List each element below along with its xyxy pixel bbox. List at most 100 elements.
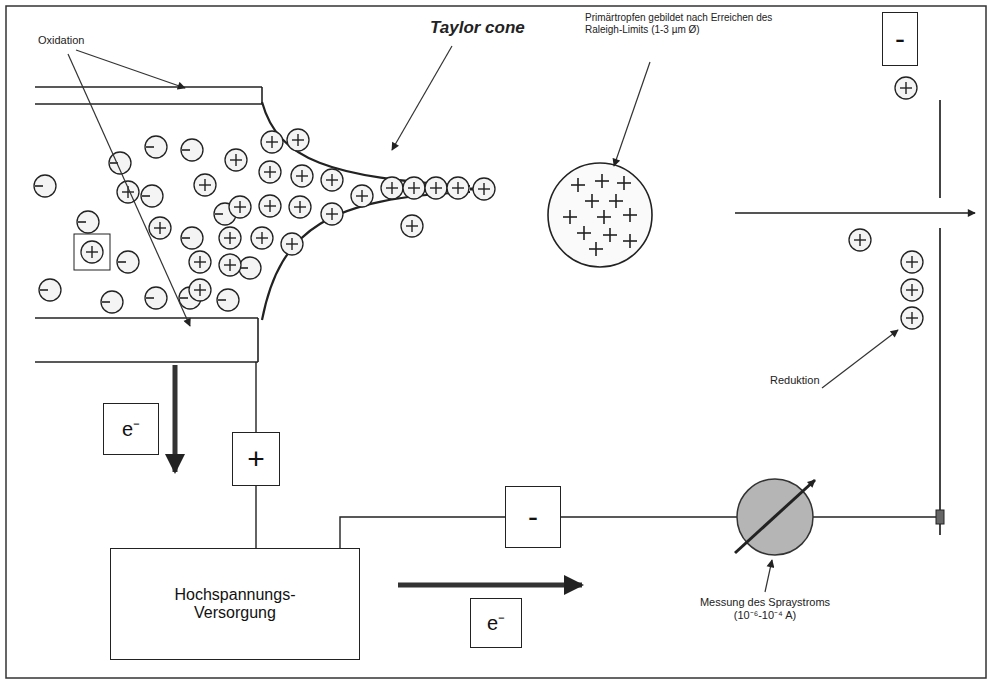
leader-arrow bbox=[614, 62, 650, 166]
cation bbox=[219, 254, 241, 276]
power-supply-box: Hochspannungs- Versorgung bbox=[110, 548, 360, 660]
node-text: e⁻ bbox=[122, 418, 140, 441]
charge-sign bbox=[623, 208, 637, 222]
node-content: Hochspannungs- Versorgung bbox=[165, 586, 305, 623]
electron-box: e⁻ bbox=[103, 403, 159, 455]
anion bbox=[141, 185, 163, 207]
outer-frame bbox=[6, 6, 986, 678]
charge-sign bbox=[585, 194, 599, 208]
node-content: e⁻ bbox=[487, 612, 505, 635]
cation bbox=[259, 195, 281, 217]
node-text: e⁻ bbox=[487, 612, 505, 635]
cation bbox=[225, 149, 247, 171]
polarity-box: + bbox=[232, 432, 280, 486]
anion bbox=[181, 227, 203, 249]
cation bbox=[219, 227, 241, 249]
counter-electrode bbox=[939, 228, 941, 535]
anion bbox=[145, 287, 167, 309]
charge-sign bbox=[623, 234, 637, 248]
cation bbox=[321, 169, 343, 191]
leader-arrow bbox=[76, 50, 185, 88]
node-text: Hochspannungs- Versorgung bbox=[165, 586, 305, 623]
wire-connector bbox=[340, 517, 505, 548]
capillary-wall bbox=[35, 317, 258, 319]
cation bbox=[149, 217, 171, 239]
charge-sign bbox=[609, 194, 623, 208]
node-text: - bbox=[528, 500, 538, 535]
anion bbox=[101, 291, 123, 313]
polarity-box: - bbox=[505, 486, 561, 548]
ammeter-needle bbox=[735, 480, 815, 553]
wire bbox=[255, 362, 256, 432]
anion bbox=[217, 289, 239, 311]
cation bbox=[189, 279, 211, 301]
charge-sign bbox=[595, 174, 609, 188]
capillary-wall bbox=[35, 86, 262, 88]
electron-box: e⁻ bbox=[470, 598, 522, 648]
cation bbox=[351, 185, 373, 207]
node-content: - bbox=[895, 22, 905, 57]
cation bbox=[473, 178, 495, 200]
capillary-wall bbox=[257, 318, 259, 362]
process-label: Reduktion bbox=[770, 374, 860, 387]
wire-connector bbox=[255, 486, 256, 548]
taylor-cone-outline bbox=[262, 102, 470, 186]
primary-droplet bbox=[548, 163, 652, 267]
cone-label: Taylor cone bbox=[430, 18, 560, 38]
cation bbox=[189, 251, 211, 273]
wire bbox=[561, 516, 737, 517]
electron-flow-arrow bbox=[398, 583, 582, 588]
charge-sign bbox=[589, 242, 603, 256]
cation bbox=[291, 165, 313, 187]
charge-sign bbox=[597, 210, 611, 224]
capillary-wall bbox=[261, 87, 263, 104]
charge-sign bbox=[563, 210, 577, 224]
process-label: Oxidation bbox=[38, 34, 128, 47]
polarity-box: - bbox=[882, 12, 918, 66]
cation bbox=[81, 241, 103, 263]
cation bbox=[117, 181, 139, 203]
node-content: e⁻ bbox=[122, 418, 140, 441]
cation bbox=[229, 196, 251, 218]
cation bbox=[261, 131, 283, 153]
taylor-cone-outline bbox=[262, 192, 470, 320]
cation bbox=[194, 174, 216, 196]
cation bbox=[287, 129, 309, 151]
charge-sign bbox=[577, 226, 591, 240]
cation bbox=[401, 215, 423, 237]
anion bbox=[34, 175, 56, 197]
cation bbox=[403, 177, 425, 199]
anion bbox=[239, 257, 261, 279]
cation bbox=[281, 233, 303, 255]
anion bbox=[77, 211, 99, 233]
highlight-frame bbox=[74, 234, 110, 270]
cation bbox=[289, 196, 311, 218]
electron-flow-arrow bbox=[173, 365, 178, 472]
anion bbox=[145, 136, 167, 158]
node-content: + bbox=[247, 442, 265, 477]
capillary-wall bbox=[35, 103, 262, 105]
wire bbox=[813, 516, 936, 517]
leader-arrow bbox=[392, 46, 452, 150]
cation bbox=[447, 177, 469, 199]
node-text: - bbox=[895, 22, 905, 57]
counter-electrode bbox=[939, 100, 941, 198]
node-text: + bbox=[247, 442, 265, 477]
cation bbox=[251, 227, 273, 249]
droplet-note: Primärtropfen gebildet nach Erreichen de… bbox=[585, 12, 785, 36]
cation bbox=[901, 307, 923, 329]
anion bbox=[181, 139, 203, 161]
capillary-wall bbox=[35, 361, 258, 363]
cation bbox=[895, 77, 917, 99]
electrode-terminal bbox=[936, 510, 944, 524]
leader-arrow bbox=[765, 560, 772, 592]
charge-sign bbox=[617, 176, 631, 190]
measurement-note: Messung des Spraystroms (10⁻⁶-10⁻⁴ A) bbox=[690, 596, 840, 622]
cation bbox=[901, 279, 923, 301]
cation bbox=[901, 251, 923, 273]
anion bbox=[39, 279, 61, 301]
cation bbox=[381, 177, 403, 199]
cation bbox=[321, 203, 343, 225]
leader-arrow bbox=[68, 54, 190, 326]
